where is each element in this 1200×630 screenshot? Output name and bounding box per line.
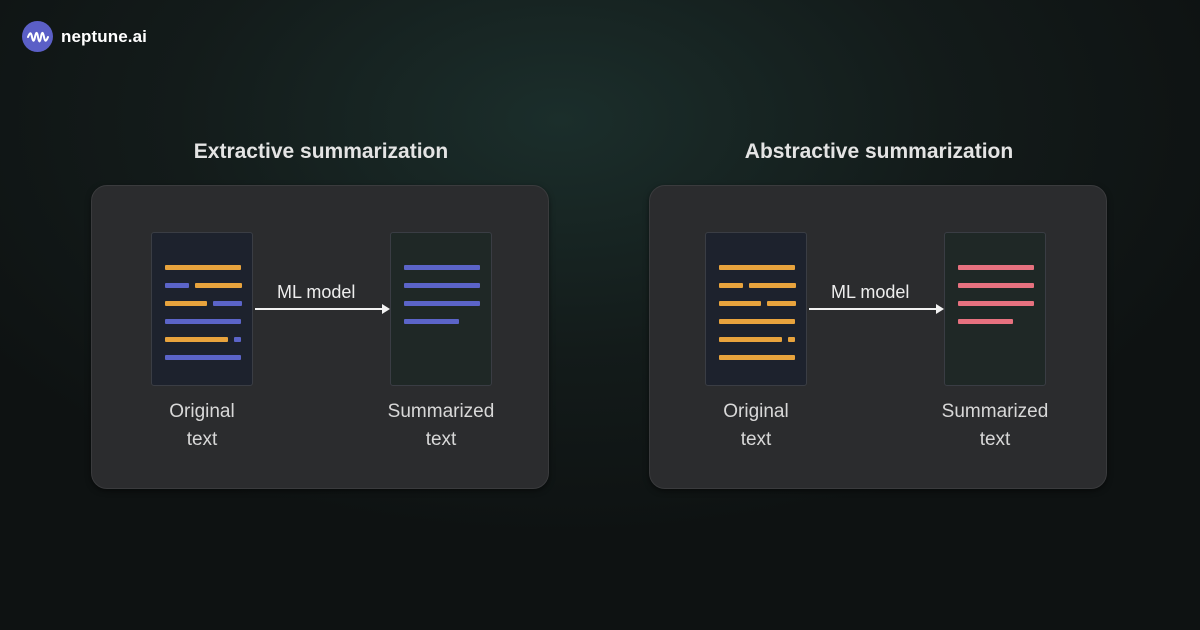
text-line [719, 355, 795, 360]
text-line [719, 283, 743, 288]
caption-line: Summarized [941, 401, 1049, 422]
text-line [165, 301, 207, 306]
caption-line: text [425, 429, 457, 450]
text-line [719, 319, 795, 324]
brand[interactable]: neptune.ai [22, 21, 147, 52]
summary-line [958, 283, 1034, 288]
summarized-text-caption: Summarized text [371, 398, 511, 454]
summarized-text-caption: Summarized text [925, 398, 1065, 454]
text-line [165, 319, 241, 324]
arrow-line [809, 308, 936, 310]
panel-title-abstractive: Abstractive summarization [744, 140, 1014, 163]
ml-model-label: ML model [831, 282, 910, 302]
caption-line: text [740, 429, 772, 450]
summary-line [958, 301, 1034, 306]
arrow-head-icon [936, 304, 944, 314]
text-line [719, 265, 795, 270]
summary-line [404, 283, 480, 288]
caption-line: Original [169, 401, 235, 422]
text-line [165, 337, 228, 342]
summary-line [404, 301, 480, 306]
caption-line: text [186, 429, 218, 450]
original-text-caption: Original text [132, 398, 272, 454]
summary-line [404, 265, 480, 270]
summary-line [958, 319, 1013, 324]
panel-title-extractive: Extractive summarization [193, 140, 449, 163]
arrow-line [255, 308, 382, 310]
text-line [165, 355, 241, 360]
text-line [788, 337, 795, 342]
text-line [165, 283, 189, 288]
text-line [213, 301, 242, 306]
arrow-head-icon [382, 304, 390, 314]
summarized-text-document [390, 232, 492, 386]
text-line [719, 301, 761, 306]
text-line [767, 301, 796, 306]
extractive-panel: ML model Original text Summarized text [91, 185, 549, 489]
original-text-caption: Original text [686, 398, 826, 454]
neptune-logo-icon [22, 21, 53, 52]
text-line [195, 283, 242, 288]
original-text-document [705, 232, 807, 386]
summary-line [958, 265, 1034, 270]
summary-line [404, 319, 459, 324]
text-line [165, 265, 241, 270]
caption-line: Summarized [387, 401, 495, 422]
text-line [234, 337, 241, 342]
text-line [719, 337, 782, 342]
text-line [749, 283, 796, 288]
ml-model-label: ML model [277, 282, 356, 302]
abstractive-panel: ML model Original text Summarized text [649, 185, 1107, 489]
caption-line: text [979, 429, 1011, 450]
summarized-text-document [944, 232, 1046, 386]
brand-name: neptune.ai [61, 26, 148, 46]
caption-line: Original [723, 401, 789, 422]
original-text-document [151, 232, 253, 386]
